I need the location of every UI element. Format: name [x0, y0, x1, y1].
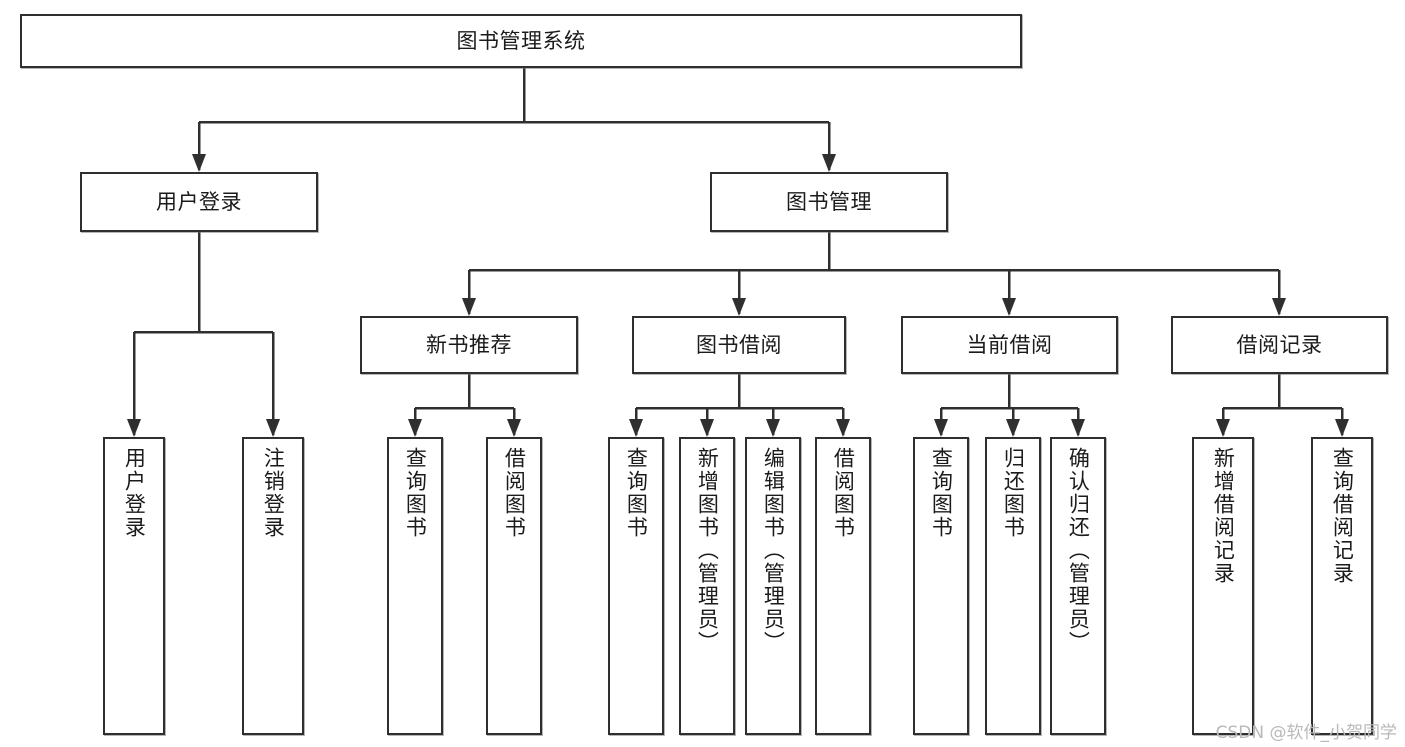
node-label: 查询图书 — [929, 447, 954, 539]
node-label: 编辑图书（管理员） — [761, 447, 786, 654]
node-leaf-query-book-3[interactable]: 查询图书 — [913, 437, 969, 735]
node-label: 查询图书 — [624, 447, 649, 539]
node-new-book-recommend[interactable]: 新书推荐 — [360, 316, 578, 374]
node-label: 图书借阅 — [696, 332, 782, 357]
node-label: 图书管理系统 — [456, 28, 586, 53]
node-book-borrow[interactable]: 图书借阅 — [632, 316, 846, 374]
node-label: 新增图书（管理员） — [695, 447, 720, 654]
node-book-manage[interactable]: 图书管理 — [710, 172, 948, 232]
node-leaf-logout-login[interactable]: 注销登录 — [242, 437, 304, 735]
node-leaf-query-book-1[interactable]: 查询图书 — [387, 437, 443, 735]
node-leaf-add-book[interactable]: 新增图书（管理员） — [679, 437, 735, 735]
node-label: 借阅图书 — [831, 447, 856, 539]
node-label: 查询借阅记录 — [1330, 447, 1355, 585]
node-label: 查询图书 — [403, 447, 428, 539]
node-label: 图书管理 — [786, 189, 872, 214]
node-label: 新增借阅记录 — [1211, 447, 1236, 585]
node-leaf-borrow-book-2[interactable]: 借阅图书 — [815, 437, 871, 735]
node-leaf-query-record[interactable]: 查询借阅记录 — [1311, 437, 1373, 735]
node-label: 当前借阅 — [966, 332, 1053, 357]
node-leaf-edit-book[interactable]: 编辑图书（管理员） — [745, 437, 801, 735]
node-label: 新书推荐 — [426, 332, 512, 357]
node-current-borrow[interactable]: 当前借阅 — [901, 316, 1118, 374]
node-root-title[interactable]: 图书管理系统 — [20, 14, 1022, 68]
node-leaf-query-book-2[interactable]: 查询图书 — [608, 437, 664, 735]
node-leaf-add-record[interactable]: 新增借阅记录 — [1192, 437, 1254, 735]
node-label: 确认归还（管理员） — [1066, 447, 1091, 654]
node-label: 借阅记录 — [1236, 332, 1323, 357]
node-leaf-return-book[interactable]: 归还图书 — [985, 437, 1041, 735]
node-label: 用户登录 — [156, 189, 242, 214]
watermark-text: CSDN @软件_小贺同学 — [1215, 723, 1397, 743]
node-leaf-user-login[interactable]: 用户登录 — [103, 437, 165, 735]
node-leaf-borrow-book-1[interactable]: 借阅图书 — [486, 437, 542, 735]
node-label: 借阅图书 — [502, 447, 527, 539]
node-leaf-confirm-return[interactable]: 确认归还（管理员） — [1050, 437, 1106, 735]
node-borrow-record[interactable]: 借阅记录 — [1171, 316, 1388, 374]
node-label: 用户登录 — [122, 447, 147, 539]
node-user-login[interactable]: 用户登录 — [80, 172, 318, 232]
node-label: 归还图书 — [1001, 447, 1026, 539]
node-label: 注销登录 — [261, 447, 286, 539]
